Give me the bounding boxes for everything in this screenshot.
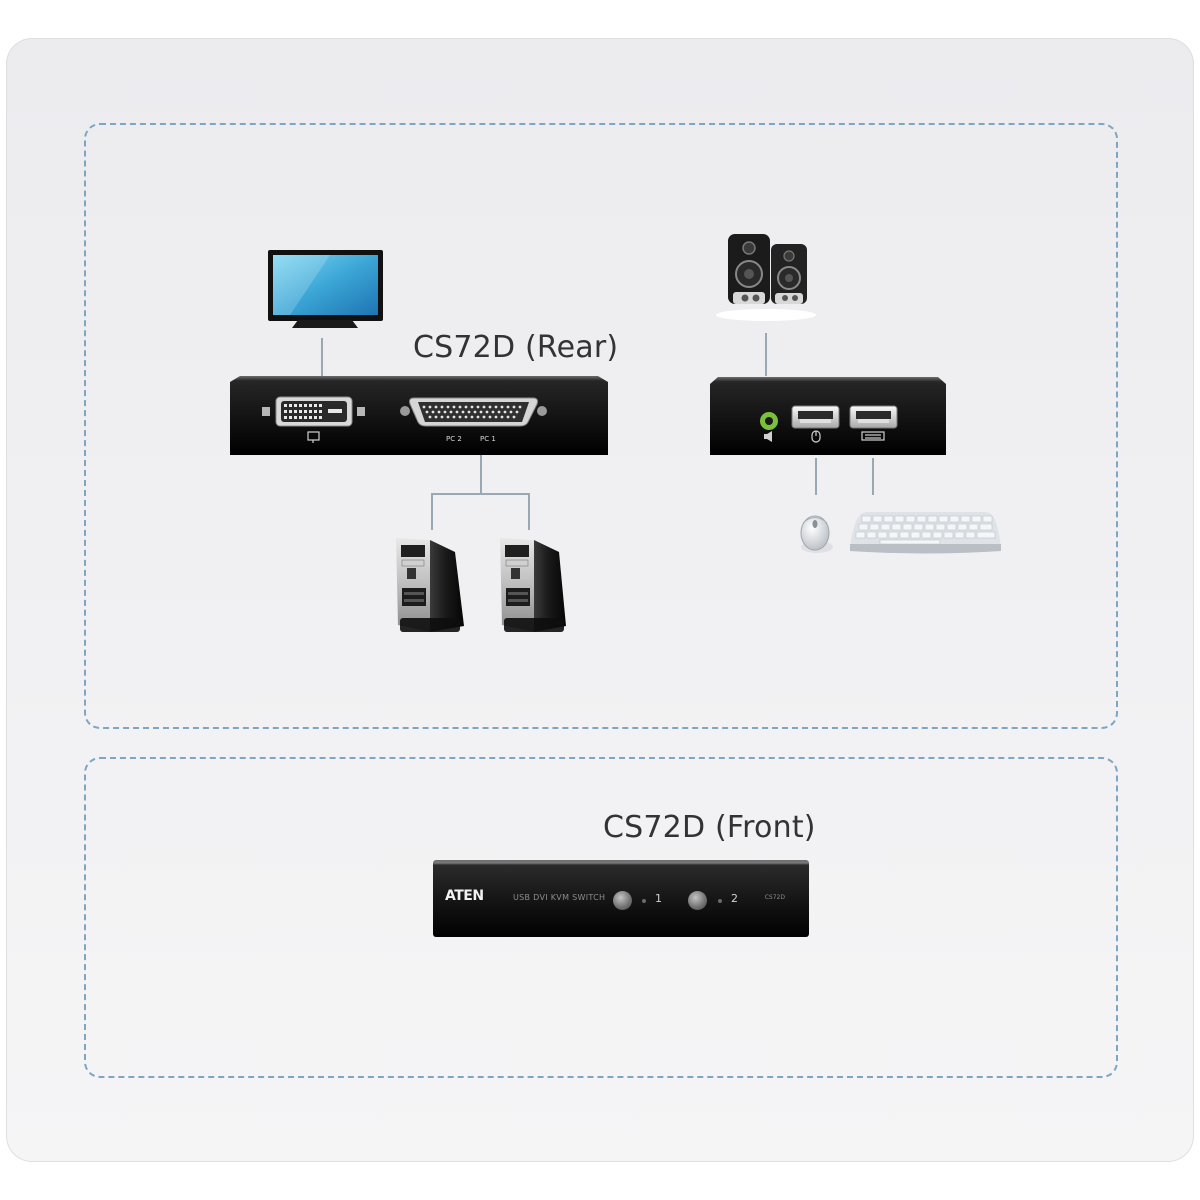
- pc-tower-icon: [396, 538, 464, 632]
- audio-port: [760, 412, 778, 430]
- port-led-1: [642, 899, 646, 903]
- pc1-port-label: PC 1: [480, 435, 496, 443]
- speaker-port-icon: [764, 431, 772, 442]
- pc2-port-label: PC 2: [446, 435, 462, 443]
- usb-port-keyboard: [849, 405, 898, 429]
- front-unit: ATEN USB DVI KVM SWITCH 1 2 CS72D: [433, 860, 809, 937]
- rear-unit-peripherals: [710, 377, 946, 455]
- connector-lines: [321, 333, 874, 530]
- pc-tower-icon: [500, 538, 566, 632]
- port-select-button-1[interactable]: [613, 891, 632, 910]
- display-port-icon: [307, 431, 320, 443]
- port-number-2: 2: [731, 892, 738, 905]
- port-number-1: 1: [655, 892, 662, 905]
- rear-title: CS72D (Rear): [413, 330, 619, 365]
- mouse-icon: [800, 515, 833, 553]
- usb-port-mouse: [791, 405, 840, 429]
- keyboard-port-icon: [861, 431, 885, 441]
- brand-logo: ATEN: [445, 888, 484, 904]
- front-panel-frame: [84, 757, 1118, 1078]
- rear-panel-frame: [84, 123, 1118, 729]
- front-model-label: CS72D: [764, 894, 785, 901]
- port-select-button-2[interactable]: [688, 891, 707, 910]
- db-connector-port: [400, 397, 547, 427]
- port-led-2: [718, 899, 722, 903]
- keyboard-icon: [850, 512, 1001, 554]
- front-title: CS72D (Front): [603, 810, 816, 845]
- diagram-background: [6, 38, 1194, 1162]
- front-subtitle: USB DVI KVM SWITCH: [513, 893, 606, 902]
- rear-unit-video: PC 2 PC 1: [230, 376, 608, 455]
- pc-cable-split: [431, 493, 530, 530]
- dvi-port: [262, 396, 365, 427]
- monitor-icon: [268, 250, 383, 328]
- mouse-port-icon: [811, 430, 821, 443]
- speakers-icon: [716, 234, 816, 321]
